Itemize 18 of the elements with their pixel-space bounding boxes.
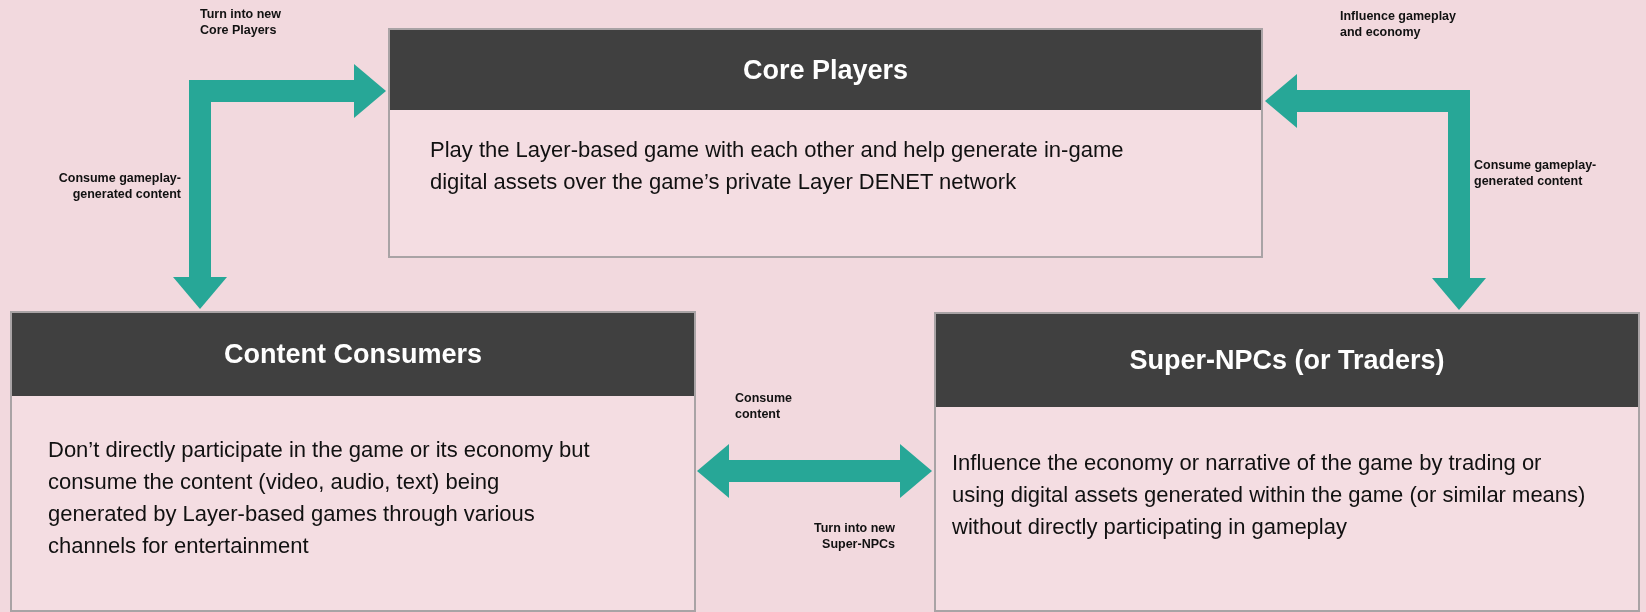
card-title: Core Players (390, 30, 1261, 110)
edge-label: Influence gameplay and economy (1340, 8, 1457, 41)
card-description: Play the Layer-based game with each other and help generate in-game digital assets over the game’s private Layer DENET network (429, 136, 1125, 196)
role-card (934, 312, 1640, 612)
edge-label: Consume content (735, 390, 793, 423)
arrow-caption: Consume gameplay-generated content (1474, 157, 1598, 190)
edge-label: Turn into new Core Players (200, 6, 282, 39)
arrow-caption: Turn into new Super-NPCs (813, 520, 895, 553)
arrow-caption: Consume gameplay-generated content (57, 170, 181, 203)
double-arrow (173, 64, 386, 309)
card-title: Content Consumers (12, 313, 694, 396)
double-arrow (1265, 74, 1486, 310)
role-card (10, 311, 696, 612)
role-card (388, 28, 1263, 258)
card-title: Super-NPCs (or Traders) (936, 314, 1638, 407)
double-arrow (697, 444, 932, 498)
card-description: Influence the economy or narrative of the game by trading or using digital assets generated within the game (or similar means) without directly participating in gameplay (951, 449, 1587, 541)
card-description: Don’t directly participate in the game or its economy but consume the content (video, audio, text) being generated by Layer-based games through various channels for entertainment (47, 436, 591, 560)
